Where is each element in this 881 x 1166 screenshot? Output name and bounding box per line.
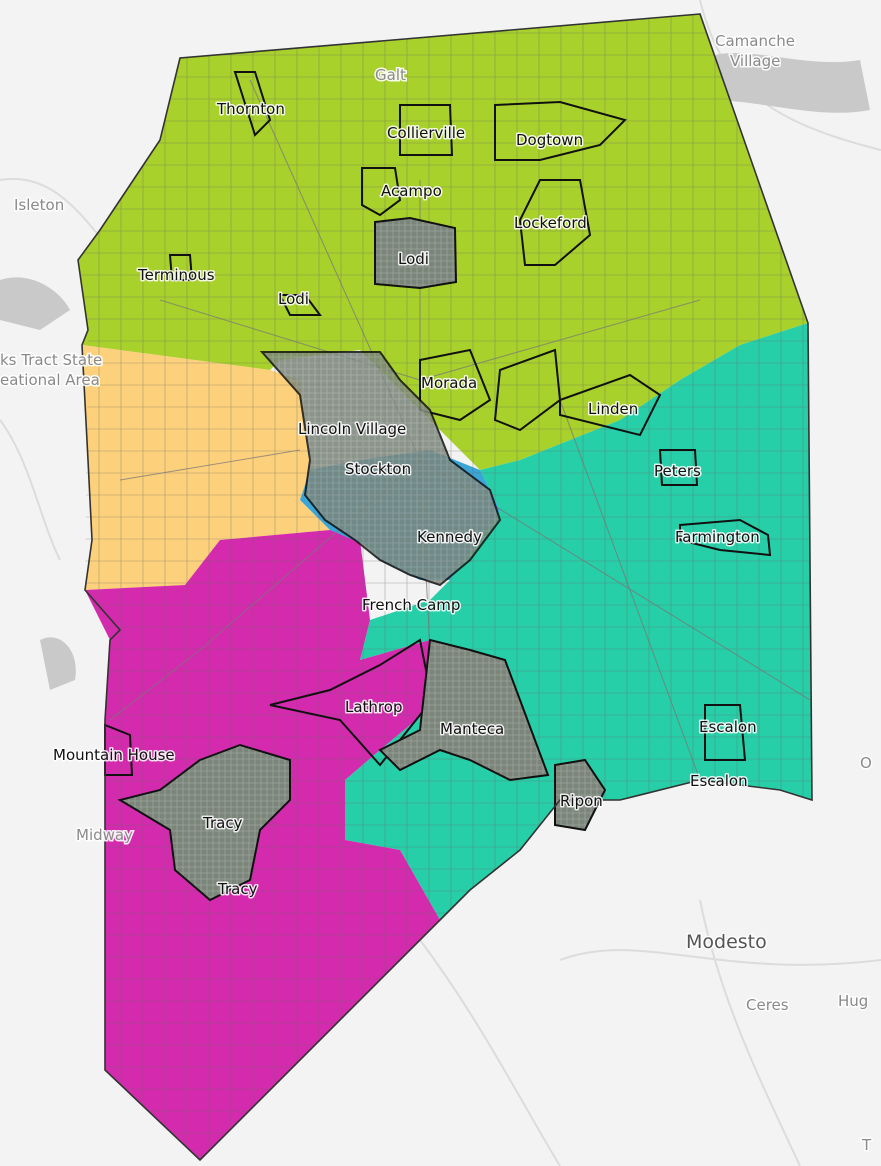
boundary-dogtown (494, 100, 627, 161)
boundary-terminous (168, 254, 194, 281)
boundary-thornton (233, 71, 272, 137)
boundary-acampo (361, 167, 402, 217)
basemap-labels: Galt Camanche Village Isleton ks Tract S… (0, 31, 874, 1156)
label-dogtown[interactable]: Dogtown (515, 130, 585, 151)
boundary-lodi-w (278, 294, 322, 316)
label-franks-tract-1: ks Tract State (0, 351, 102, 369)
urban-tracy (117, 743, 291, 902)
label-lathrop[interactable]: Lathrop (344, 697, 404, 718)
label-isleton: Isleton (14, 196, 64, 214)
boundary-lockeford (518, 179, 592, 266)
label-escalon[interactable]: Escalon (698, 717, 759, 738)
label-tracy[interactable]: Tracy (201, 813, 245, 834)
boundary-escalon (704, 704, 747, 761)
label-morada[interactable]: Morada (420, 373, 479, 394)
basemap-water (0, 52, 870, 690)
urban-stockton (259, 351, 502, 587)
label-camanche-1: Camanche (715, 32, 795, 50)
label-ceres: Ceres (746, 996, 789, 1014)
label-kennedy[interactable]: Kennedy (416, 527, 484, 548)
label-lodi[interactable]: Lodi (397, 249, 431, 270)
label-linden[interactable]: Linden (587, 399, 640, 420)
boundary-peters (658, 449, 699, 486)
label-lincoln-village[interactable]: Lincoln Village (297, 419, 408, 440)
urban-areas (117, 216, 607, 902)
label-hug: Hug (838, 992, 868, 1010)
label-t-edge: T (861, 1136, 872, 1154)
county-outline (77, 13, 813, 1162)
label-farmington[interactable]: Farmington (674, 527, 762, 548)
label-galt: Galt (375, 66, 406, 84)
label-franks-tract-2: eational Area (0, 371, 100, 389)
urban-lodi (374, 216, 458, 290)
boundary-collierville (399, 104, 454, 156)
boundary-linden-1 (493, 348, 562, 432)
label-stockton[interactable]: Stockton (344, 459, 413, 480)
urban-ripon (554, 758, 607, 832)
urban-manteca (378, 638, 550, 782)
place-labels: Thornton Collierville Dogtown Acampo Loc… (52, 99, 762, 900)
label-camanche-2: Village (730, 52, 780, 70)
label-o-edge: O (860, 754, 872, 772)
label-manteca[interactable]: Manteca (439, 719, 506, 740)
road-network (78, 14, 812, 1160)
label-modesto: Modesto (686, 931, 767, 953)
label-terminous[interactable]: Terminous (136, 265, 217, 286)
label-thornton[interactable]: Thornton (215, 99, 287, 120)
label-ripon[interactable]: Ripon (559, 791, 605, 812)
label-peters[interactable]: Peters (653, 461, 703, 482)
label-tracy-2[interactable]: Tracy (216, 879, 260, 900)
label-lockeford[interactable]: Lockeford (513, 213, 589, 234)
label-midway: Midway (76, 826, 133, 844)
boundary-farmington (679, 518, 772, 557)
label-collierville[interactable]: Collierville (386, 123, 467, 144)
label-mountain-house[interactable]: Mountain House (52, 745, 177, 766)
boundary-linden-2 (559, 373, 662, 437)
label-lodi-west[interactable]: Lodi (277, 289, 311, 310)
label-escalon-2[interactable]: Escalon (689, 771, 750, 792)
label-french-camp[interactable]: French Camp (361, 595, 462, 616)
label-acampo[interactable]: Acampo (380, 181, 444, 202)
